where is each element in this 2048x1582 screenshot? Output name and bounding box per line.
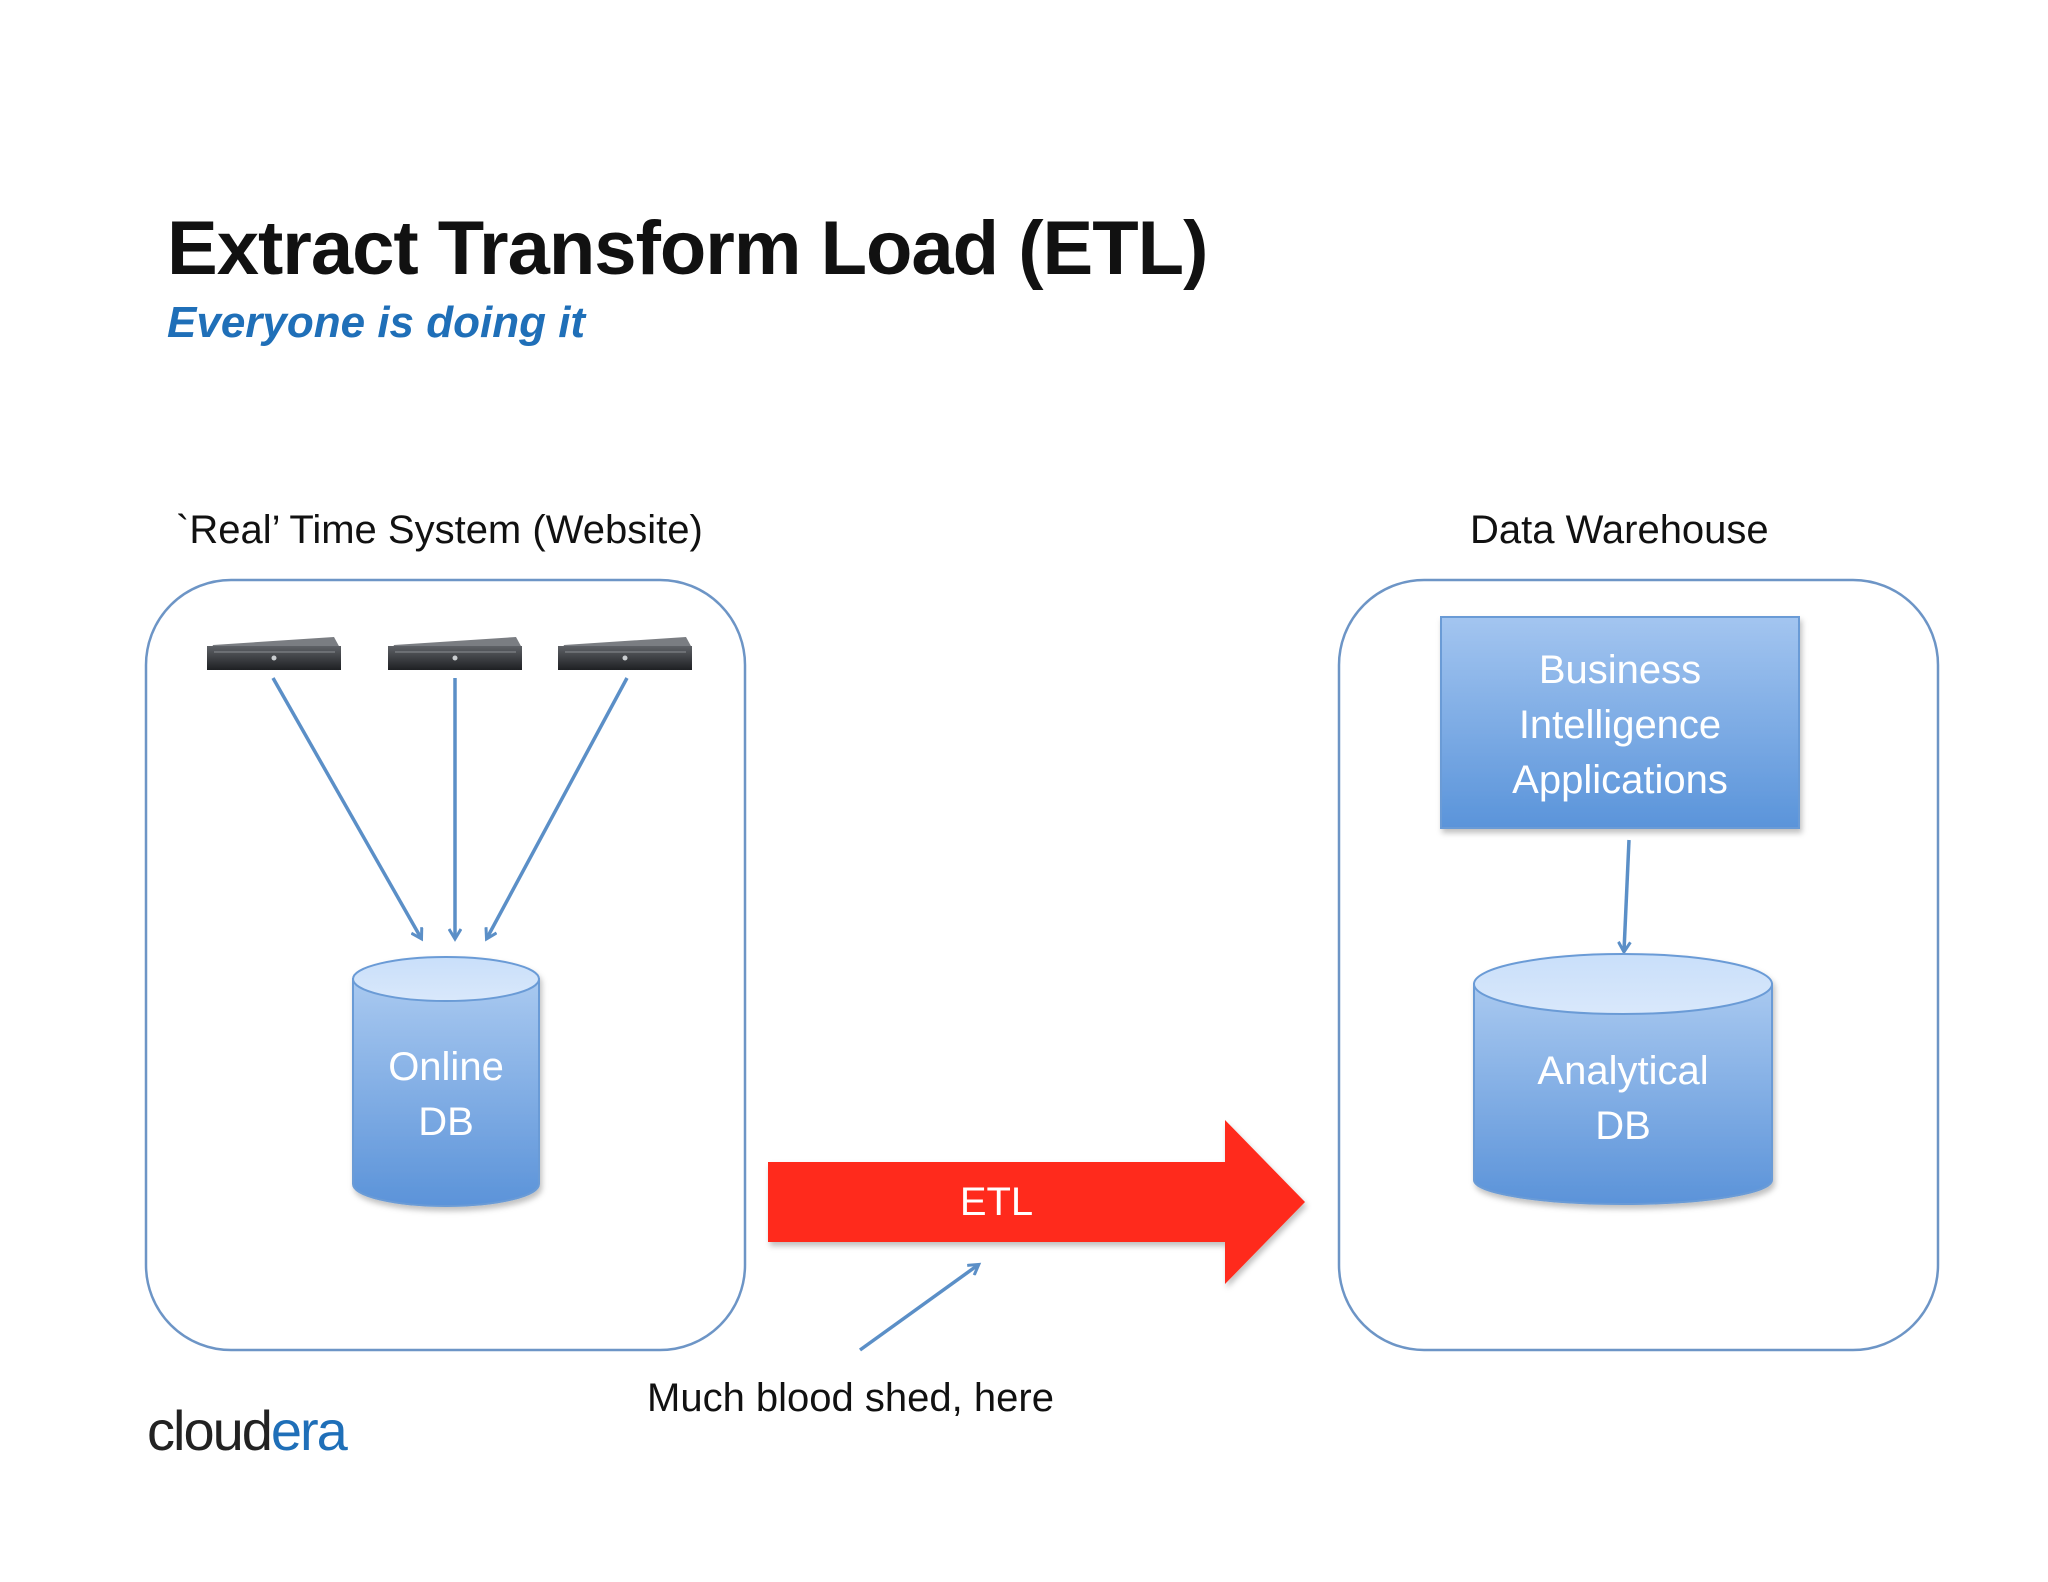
bi-to-analytical-db-arrow xyxy=(1624,839,1629,951)
etl-arrow xyxy=(768,1120,1305,1284)
server-icon xyxy=(388,637,522,670)
server-to-online-db-arrow xyxy=(487,677,629,938)
online-db-label: Online DB xyxy=(388,1045,504,1144)
cloudera-logo: cloudera xyxy=(147,1399,348,1462)
slide-subtitle: Everyone is doing it xyxy=(167,298,586,347)
server-icon xyxy=(207,637,341,670)
data-warehouse-label: Data Warehouse xyxy=(1470,508,1769,552)
bi-applications-box xyxy=(1440,616,1800,829)
bi-applications-label: Business Intelligence Applications xyxy=(1512,648,1728,802)
server-icon xyxy=(558,637,692,670)
annotation-pointer-arrow xyxy=(858,1265,978,1352)
annotation-text: Much blood shed, here xyxy=(647,1376,1054,1420)
online-db-cylinder xyxy=(352,956,540,1207)
server-to-online-db-arrow xyxy=(271,677,421,938)
slide-title: Extract Transform Load (ETL) xyxy=(167,206,1208,291)
etl-label: ETL xyxy=(959,1180,1034,1224)
real-time-system-label: `Real’ Time System (Website) xyxy=(176,508,703,552)
analytical-db-cylinder xyxy=(1473,953,1773,1205)
analytical-db-label: Analytical DB xyxy=(1537,1049,1709,1148)
